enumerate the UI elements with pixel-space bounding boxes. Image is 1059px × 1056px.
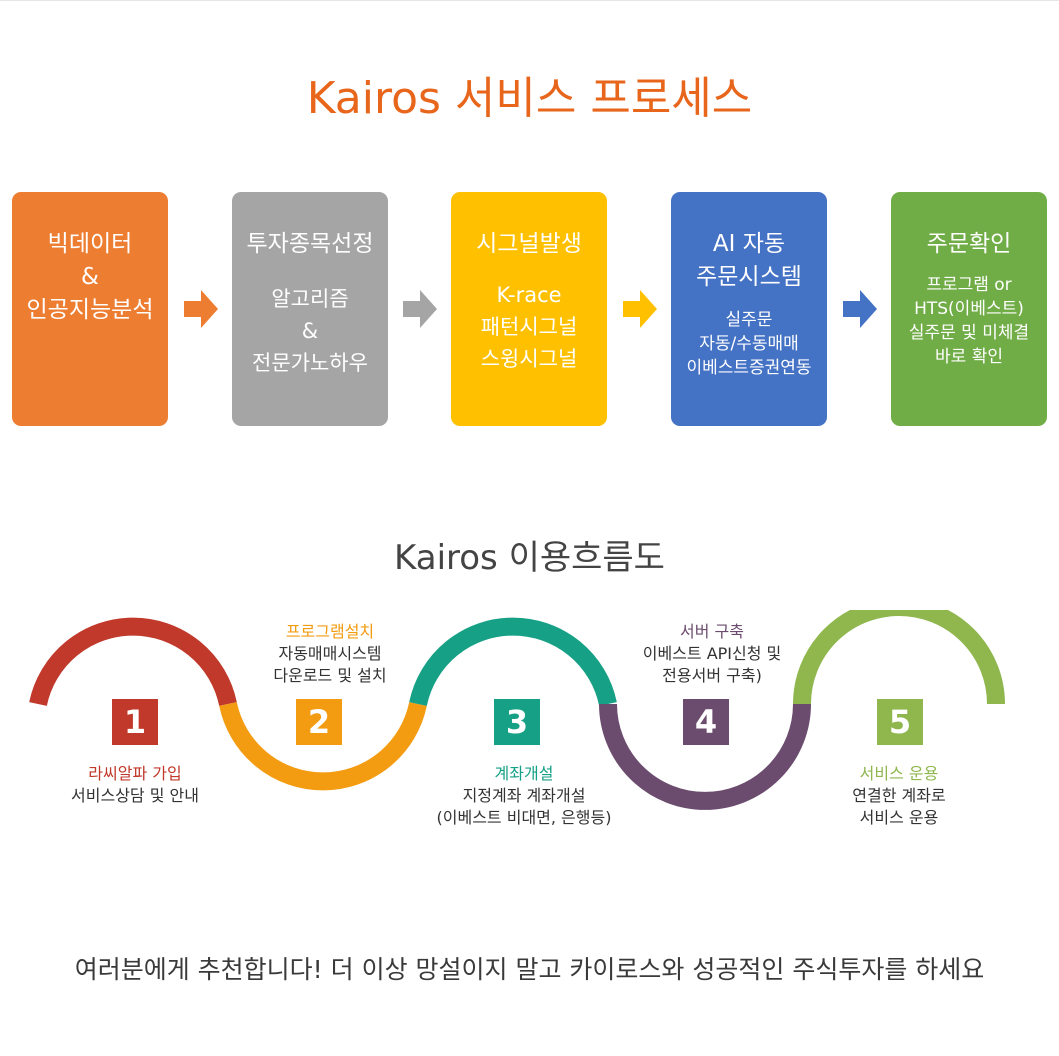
arrow-right-icon	[184, 290, 218, 328]
step-title: 계좌개설	[494, 764, 554, 783]
process-box-desc: K-race 패턴시그널 스윙시그널	[480, 283, 578, 371]
process-box-stock-selection: 투자종목선정 알고리즘 & 전문가노하우	[232, 192, 388, 426]
arrow-right-icon	[843, 290, 877, 328]
wave-segment-5	[793, 610, 1005, 705]
process-box-bigdata: 빅데이터 & 인공지능분석	[12, 192, 168, 426]
wave-segment-3	[409, 617, 617, 706]
process-box-title: 주문확인	[926, 231, 1012, 257]
step-desc: 서비스상담 및 안내	[71, 786, 199, 805]
step-4-label: 서버 구축 이베스트 API신청 및 전용서버 구축)	[592, 621, 832, 687]
step-title: 서비스 운용	[859, 764, 939, 783]
step-title: 라씨알파 가입	[88, 764, 182, 783]
process-box-signal: 시그널발생 K-race 패턴시그널 스윙시그널	[451, 192, 607, 426]
step-title: 프로그램설치	[285, 622, 375, 641]
page-title: Kairos 서비스 프로세스	[306, 73, 753, 124]
flow-title: Kairos 이용흐름도	[394, 538, 665, 578]
step-5-label: 서비스 운용 연결한 계좌로 서비스 운용	[779, 763, 1019, 829]
step-desc: 자동매매시스템 다운로드 및 설치	[273, 644, 387, 685]
step-desc: 연결한 계좌로 서비스 운용	[852, 786, 946, 827]
process-box-desc: 알고리즘 & 전문가노하우	[252, 287, 368, 375]
process-box-order-check: 주문확인 프로그램 or HTS(이베스트) 실주문 및 미체결 바로 확인	[891, 192, 1047, 426]
step-number-badge: 2	[296, 699, 342, 745]
step-desc: 이베스트 API신청 및 전용서버 구축)	[642, 644, 782, 685]
wave-segment-4	[599, 703, 811, 810]
process-box-auto-order: AI 자동 주문시스템 실주문 자동/수동매매 이베스트증권연동	[671, 192, 827, 426]
step-number-badge: 4	[683, 699, 729, 745]
step-1-label: 라씨알파 가입 서비스상담 및 안내	[15, 763, 255, 807]
process-box-title: AI 자동 주문시스템	[696, 231, 802, 290]
process-box-desc: 프로그램 or HTS(이베스트) 실주문 및 미체결 바로 확인	[908, 275, 1030, 367]
top-divider	[0, 0, 1059, 1]
footer-message: 여러분에게 추천합니다! 더 이상 망설이지 말고 카이로스와 성공적인 주식투…	[74, 955, 985, 984]
process-box-title: 빅데이터 & 인공지능분석	[26, 231, 154, 323]
step-2-label: 프로그램설치 자동매매시스템 다운로드 및 설치	[210, 621, 450, 687]
step-number-badge: 5	[877, 699, 923, 745]
step-desc: 지정계좌 계좌개설 (이베스트 비대면, 은행등)	[436, 786, 612, 827]
step-number-badge: 1	[112, 699, 158, 745]
process-box-title: 시그널발생	[476, 231, 582, 257]
step-title: 서버 구축	[680, 622, 744, 641]
step-3-label: 계좌개설 지정계좌 계좌개설 (이베스트 비대면, 은행등)	[404, 763, 644, 829]
flow-wave	[29, 610, 1005, 810]
arrow-right-icon	[403, 290, 437, 328]
step-number-badge: 3	[494, 699, 540, 745]
process-box-title: 투자종목선정	[246, 231, 374, 257]
wave-segment-2	[219, 702, 427, 791]
wave-segment-1	[29, 617, 237, 706]
arrow-right-icon	[623, 290, 657, 328]
process-box-desc: 실주문 자동/수동매매 이베스트증권연동	[686, 310, 812, 378]
